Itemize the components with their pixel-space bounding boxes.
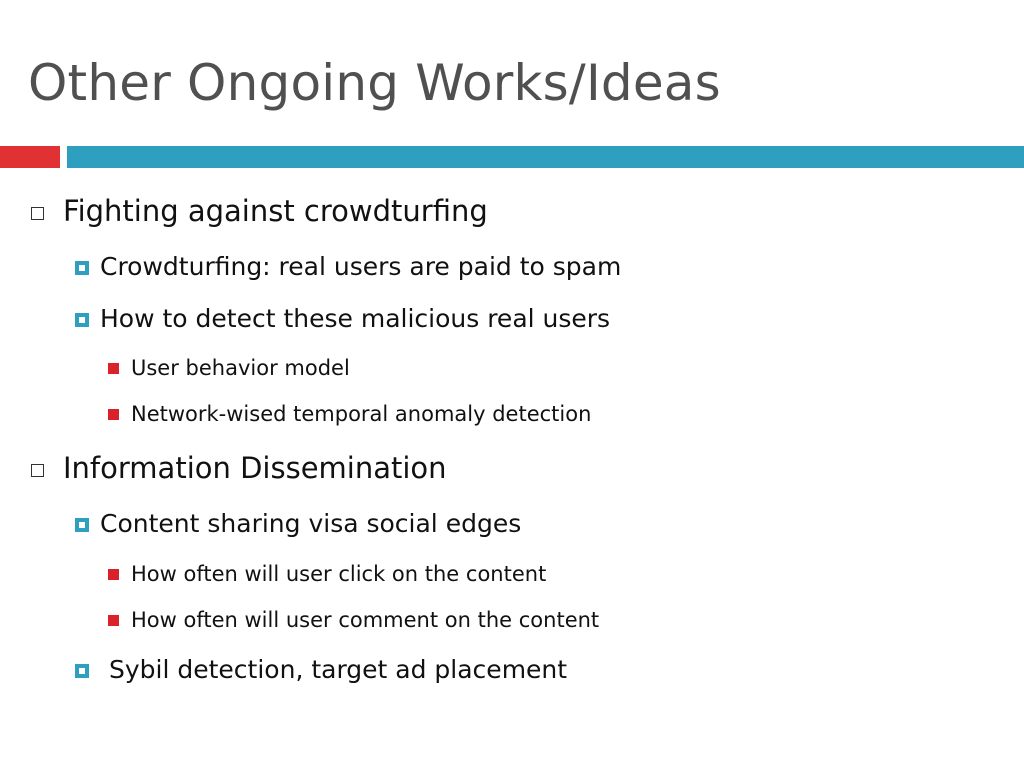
blue-square-bullet-icon	[75, 313, 89, 327]
red-square-bullet-icon	[108, 409, 119, 420]
red-square-bullet-icon	[108, 615, 119, 626]
bullet-sybil-detection: Sybil detection, target ad placement	[109, 655, 568, 684]
bullet-content-sharing: Content sharing visa social edges	[100, 509, 522, 538]
slide-title: Other Ongoing Works/Ideas	[28, 54, 721, 112]
red-square-bullet-icon	[108, 363, 119, 374]
bullet-user-behavior-model: User behavior model	[131, 356, 350, 380]
header-accent-red-bar	[0, 146, 60, 168]
blue-square-bullet-icon	[75, 664, 89, 678]
header-accent-blue-bar	[67, 146, 1024, 168]
bullet-fighting-crowdturfing: Fighting against crowdturfing	[63, 194, 488, 228]
hollow-square-bullet-icon	[31, 207, 44, 220]
bullet-temporal-anomaly-detection: Network-wised temporal anomaly detection	[131, 402, 592, 426]
blue-square-bullet-icon	[75, 261, 89, 275]
hollow-square-bullet-icon	[31, 464, 44, 477]
bullet-comment-frequency: How often will user comment on the conte…	[131, 608, 600, 632]
bullet-click-frequency: How often will user click on the content	[131, 562, 547, 586]
bullet-detect-malicious-users: How to detect these malicious real users	[100, 304, 611, 333]
bullet-crowdturfing-definition: Crowdturfing: real users are paid to spa…	[100, 252, 622, 281]
red-square-bullet-icon	[108, 569, 119, 580]
blue-square-bullet-icon	[75, 518, 89, 532]
bullet-information-dissemination: Information Dissemination	[63, 451, 447, 485]
